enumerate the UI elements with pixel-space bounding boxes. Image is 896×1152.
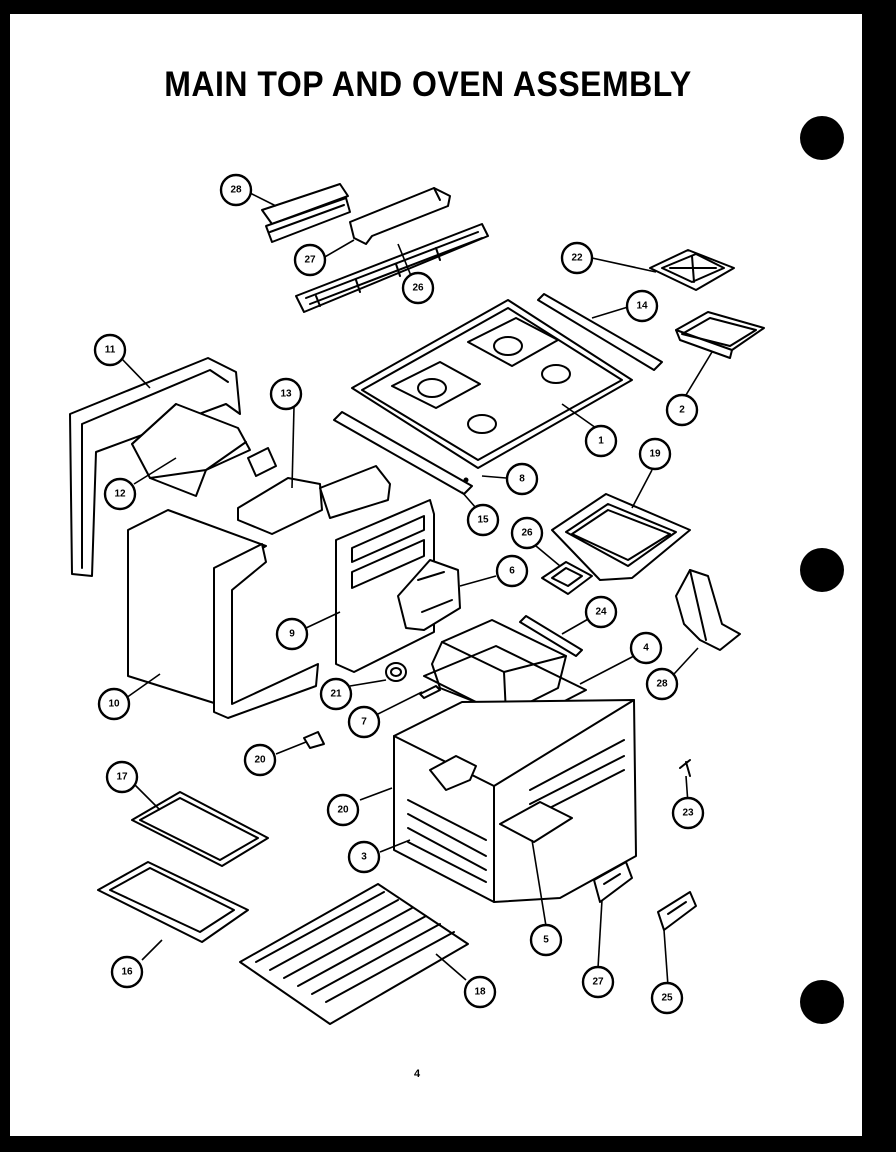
- callout-label: 10: [108, 699, 120, 710]
- callout-bubble: 14: [625, 289, 659, 323]
- part-side-bracket: [675, 569, 741, 651]
- part-rear-trim: [537, 293, 663, 371]
- callout-bubble: 7: [347, 705, 381, 739]
- part-oven-rack: [239, 883, 469, 1025]
- part-control-plate-2: [657, 891, 697, 931]
- callout-label: 18: [474, 987, 486, 998]
- callout-bubble: 17: [105, 760, 139, 794]
- part-insulation-segment: [237, 447, 391, 535]
- callout-label: 15: [477, 515, 489, 526]
- part-burner-box-trim: [349, 187, 451, 245]
- callout-label: 13: [280, 389, 292, 400]
- callout-label: 21: [330, 689, 342, 700]
- part-body-insulation: [127, 509, 319, 719]
- callout-label: 12: [114, 489, 126, 500]
- page-number: 4: [414, 1068, 421, 1080]
- callout-bubble: 27: [581, 965, 615, 999]
- callout-bubble: 20: [326, 793, 360, 827]
- callout-label: 26: [412, 283, 424, 294]
- callout-bubble: 18: [463, 975, 497, 1009]
- part-top-insulation: [131, 403, 251, 497]
- callout-label: 2: [679, 405, 685, 416]
- part-control-plate: [593, 861, 633, 903]
- callout-label: 5: [543, 935, 549, 946]
- binder-hole-top: [800, 116, 844, 160]
- part-small-bracket: [541, 561, 593, 595]
- callout-bubble: 28: [645, 667, 679, 701]
- part-trim-strip: [519, 615, 583, 657]
- callout-bubble: 21: [319, 677, 353, 711]
- part-oven-window: [551, 493, 691, 581]
- diagram-title: MAIN TOP AND OVEN ASSEMBLY: [164, 64, 692, 104]
- callout-label: 22: [571, 253, 583, 264]
- callout-label: 3: [361, 852, 367, 863]
- callout-bubble: 13: [269, 377, 303, 411]
- callout-bubble: 4: [629, 631, 663, 665]
- callout-bubble: 19: [638, 437, 672, 471]
- callout-bubble: 6: [495, 554, 529, 588]
- callout-label: 6: [509, 566, 515, 577]
- callout-bubble: 23: [671, 796, 705, 830]
- callout-label: 27: [304, 255, 316, 266]
- callout-bubble: 5: [529, 923, 563, 957]
- callout-bubble: 2: [665, 393, 699, 427]
- callout-label: 20: [337, 805, 349, 816]
- callout-bubble: 15: [466, 503, 500, 537]
- callout-bubble: 16: [110, 955, 144, 989]
- callout-bubble: 10: [97, 687, 131, 721]
- callout-bubble: 25: [650, 981, 684, 1015]
- callout-bubble: 28: [219, 173, 253, 207]
- callout-label: 7: [361, 717, 367, 728]
- callout-bubble: 3: [347, 840, 381, 874]
- part-burner-grate: [649, 249, 735, 291]
- part-broiler-pan-lower: [97, 861, 249, 943]
- part-small-clip: [303, 731, 325, 749]
- callout-bubble: 20: [243, 743, 277, 777]
- part-oven-cavity: [393, 699, 637, 903]
- callout-group: 28 27 26 22 14 11 13 2 1 12 19 8 15 26 6…: [93, 173, 705, 1015]
- leader-lines: [121, 192, 713, 987]
- callout-bubble: 12: [103, 477, 137, 511]
- callout-bubble: 11: [93, 333, 127, 367]
- callout-label: 26: [521, 528, 533, 539]
- part-broiler-insert: [131, 791, 269, 867]
- part-vent-grille: [295, 223, 489, 313]
- part-knob: [385, 662, 407, 682]
- part-clip: [419, 685, 441, 699]
- callout-label: 27: [592, 977, 604, 988]
- callout-bubble: 8: [505, 462, 539, 496]
- callout-label: 8: [519, 474, 525, 485]
- part-drip-pan: [675, 311, 765, 359]
- callout-bubble: 26: [510, 516, 544, 550]
- callout-label: 1: [598, 436, 604, 447]
- callout-label: 16: [121, 967, 133, 978]
- callout-label: 17: [116, 772, 128, 783]
- callout-label: 20: [254, 755, 266, 766]
- callout-bubble: 22: [560, 241, 594, 275]
- callout-bubble: 26: [401, 271, 435, 305]
- callout-bubble: 9: [275, 617, 309, 651]
- callout-label: 28: [656, 679, 668, 690]
- part-door-handle: [397, 559, 461, 631]
- callout-label: 9: [289, 629, 295, 640]
- binder-hole-bottom: [800, 980, 844, 1024]
- callout-label: 4: [643, 643, 649, 654]
- part-main-top: [351, 299, 633, 469]
- callout-label: 23: [682, 808, 694, 819]
- callout-bubble: 27: [293, 243, 327, 277]
- part-screw: [679, 759, 691, 777]
- callout-bubble: 24: [584, 595, 618, 629]
- callout-label: 24: [595, 607, 607, 618]
- callout-label: 28: [230, 185, 242, 196]
- callout-label: 11: [105, 345, 116, 356]
- binder-hole-middle: [800, 548, 844, 592]
- callout-label: 25: [661, 993, 673, 1004]
- callout-label: 19: [649, 449, 661, 460]
- callout-label: 14: [636, 301, 648, 312]
- callout-bubble: 1: [584, 424, 618, 458]
- part-front-trim: [333, 411, 473, 495]
- part-vent-trim: [261, 183, 351, 243]
